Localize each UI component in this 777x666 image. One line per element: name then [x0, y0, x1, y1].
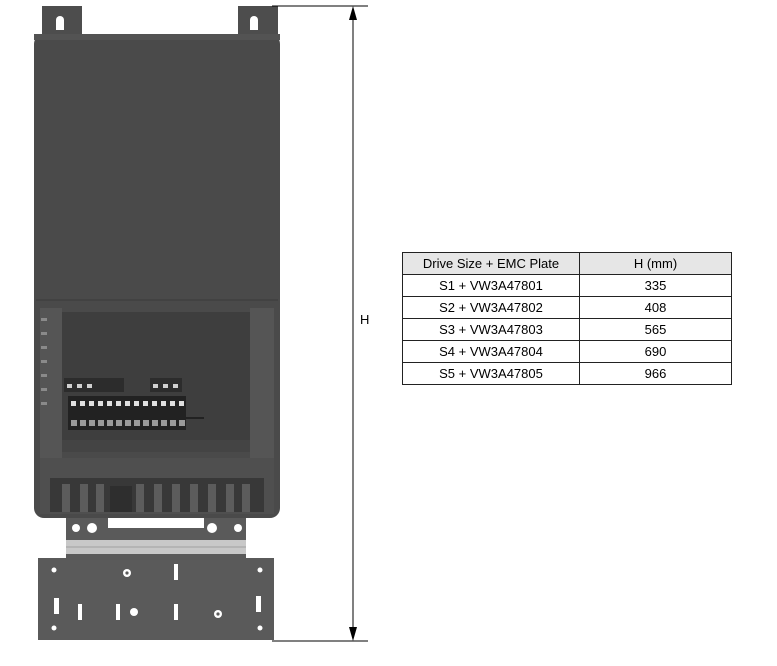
cell-height: 690 — [579, 340, 732, 363]
terminal-area — [40, 308, 274, 458]
cell-drive-size: S1 + VW3A47801 — [402, 274, 580, 297]
cell-drive-size: S3 + VW3A47803 — [402, 318, 580, 341]
terminal-screws — [71, 401, 184, 406]
cell-drive-size: S4 + VW3A47804 — [402, 340, 580, 363]
height-dimension-line — [272, 5, 368, 642]
table-row: S5 + VW3A47805 966 — [402, 362, 732, 385]
connector-block-left — [64, 378, 124, 392]
dimension-table: Drive Size + EMC Plate H (mm) S1 + VW3A4… — [402, 252, 732, 385]
cell-height: 565 — [579, 318, 732, 341]
table-row: S1 + VW3A47801 335 — [402, 274, 732, 297]
emc-plate — [38, 518, 274, 640]
table-row: S3 + VW3A47803 565 — [402, 318, 732, 341]
bottom-vents — [40, 458, 274, 514]
cell-drive-size: S5 + VW3A47805 — [402, 362, 580, 385]
table-header-row: Drive Size + EMC Plate H (mm) — [402, 252, 732, 275]
table-row: S2 + VW3A47802 408 — [402, 296, 732, 319]
side-led-column — [41, 318, 47, 405]
cell-height: 966 — [579, 362, 732, 385]
table-row: S4 + VW3A47804 690 — [402, 340, 732, 363]
height-dimension-label: H — [360, 312, 370, 327]
cell-height: 335 — [579, 274, 732, 297]
cell-drive-size: S2 + VW3A47802 — [402, 296, 580, 319]
cell-height: 408 — [579, 296, 732, 319]
header-drive-size: Drive Size + EMC Plate — [402, 252, 580, 275]
header-height: H (mm) — [579, 252, 732, 275]
